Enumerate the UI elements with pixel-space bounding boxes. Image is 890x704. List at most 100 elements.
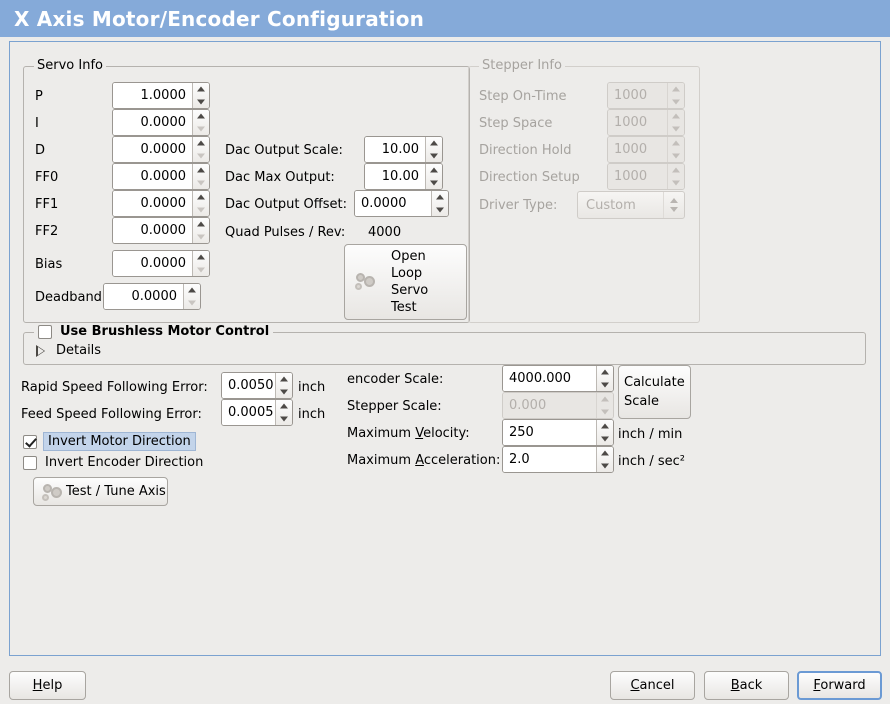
max-velocity-spin[interactable]: 250 <box>502 419 614 446</box>
spinner-buttons[interactable] <box>596 366 613 391</box>
servo-spin-ff0[interactable]: 0.0000 <box>112 163 210 190</box>
spinner-down-icon[interactable] <box>193 231 209 244</box>
dac-output-scale-value: 10.00 <box>365 137 425 162</box>
dialog-button-bar: Help Cancel Back Forward <box>0 660 890 704</box>
spinner-down-icon[interactable] <box>276 413 292 426</box>
dac-max-output-spin[interactable]: 10.00 <box>364 163 443 190</box>
open-loop-servo-test-button[interactable]: Open Loop Servo Test <box>344 244 467 320</box>
servo-spin-ff1[interactable]: 0.0000 <box>112 190 210 217</box>
spinner-up-icon <box>668 110 684 123</box>
servo-spin-d[interactable]: 0.0000 <box>112 136 210 163</box>
servo-label-ff0: FF0 <box>35 170 59 185</box>
spinner-buttons[interactable] <box>192 191 209 216</box>
spinner-buttons[interactable] <box>192 251 209 276</box>
checkbox-box[interactable] <box>38 324 52 339</box>
spinner-down-icon[interactable] <box>184 297 200 310</box>
help-button[interactable]: Help <box>9 671 86 700</box>
spinner-down-icon[interactable] <box>193 264 209 277</box>
dac-output-scale-spin[interactable]: 10.00 <box>364 136 443 163</box>
spinner-down-icon[interactable] <box>193 123 209 136</box>
checkbox-box[interactable] <box>23 455 37 470</box>
spinner-down-icon[interactable] <box>193 150 209 163</box>
spinner-buttons <box>667 137 684 162</box>
spinner-up-icon[interactable] <box>193 137 209 150</box>
spinner-buttons[interactable] <box>192 110 209 135</box>
spinner-down-icon[interactable] <box>426 177 442 190</box>
open-loop-line-2: Loop <box>391 266 423 281</box>
spinner-down-icon[interactable] <box>597 379 613 392</box>
spinner-down-icon <box>668 96 684 109</box>
invert-motor-direction-checkbox[interactable]: Invert Motor Direction <box>23 432 196 451</box>
spinner-buttons[interactable] <box>192 137 209 162</box>
servo-spin-bias[interactable]: 0.0000 <box>112 250 210 277</box>
spinner-buttons <box>596 393 613 418</box>
cancel-button[interactable]: Cancel <box>610 671 695 700</box>
servo-value-bias: 0.0000 <box>113 251 192 276</box>
spinner-up-icon[interactable] <box>276 400 292 413</box>
spinner-buttons[interactable] <box>192 83 209 108</box>
spinner-buttons[interactable] <box>192 218 209 243</box>
spinner-buttons[interactable] <box>425 164 442 189</box>
spinner-up-icon[interactable] <box>193 164 209 177</box>
spinner-up-icon[interactable] <box>276 373 292 386</box>
servo-label-ff2: FF2 <box>35 224 59 239</box>
dac-output-offset-label: Dac Output Offset: <box>225 197 347 212</box>
step-space-spin: 1000 <box>607 109 685 136</box>
forward-button[interactable]: Forward <box>797 671 882 700</box>
checkbox-box[interactable] <box>23 434 37 449</box>
step-on-time-value: 1000 <box>608 83 667 108</box>
forward-label: Forward <box>813 678 866 693</box>
spinner-up-icon[interactable] <box>193 110 209 123</box>
spinner-up-icon[interactable] <box>193 218 209 231</box>
spinner-up-icon[interactable] <box>426 137 442 150</box>
spinner-down-icon[interactable] <box>193 96 209 109</box>
spinner-up-icon[interactable] <box>597 447 613 460</box>
spinner-up-icon[interactable] <box>184 284 200 297</box>
details-expander[interactable]: Details <box>36 343 101 358</box>
spinner-down-icon[interactable] <box>193 204 209 217</box>
spinner-up-icon[interactable] <box>432 191 448 204</box>
spinner-down-icon[interactable] <box>597 460 613 473</box>
spinner-down-icon[interactable] <box>426 150 442 163</box>
spinner-down-icon[interactable] <box>193 177 209 190</box>
spinner-buttons[interactable] <box>275 373 292 398</box>
invert-encoder-direction-checkbox[interactable]: Invert Encoder Direction <box>23 455 203 470</box>
spinner-up-icon[interactable] <box>597 366 613 379</box>
servo-label-ff1: FF1 <box>35 197 59 212</box>
spinner-up-icon[interactable] <box>193 251 209 264</box>
driver-type-label: Driver Type: <box>479 198 558 213</box>
servo-label-d: D <box>35 143 46 158</box>
servo-label-i: I <box>35 116 39 131</box>
calculate-scale-button[interactable]: Calculate Scale <box>618 365 691 419</box>
feed-following-error-spin[interactable]: 0.0005 <box>221 399 293 426</box>
spinner-up-icon[interactable] <box>597 420 613 433</box>
test-tune-axis-button[interactable]: Test / Tune Axis <box>33 477 168 506</box>
spinner-buttons[interactable] <box>192 164 209 189</box>
use-brushless-motor-control-checkbox[interactable]: Use Brushless Motor Control <box>34 324 274 339</box>
spinner-buttons[interactable] <box>596 447 613 472</box>
spinner-up-icon[interactable] <box>193 83 209 96</box>
chevron-right-icon[interactable] <box>36 344 48 357</box>
spinner-buttons[interactable] <box>425 137 442 162</box>
spinner-buttons[interactable] <box>275 400 292 425</box>
servo-spin-p[interactable]: 1.0000 <box>112 82 210 109</box>
back-button[interactable]: Back <box>704 671 789 700</box>
encoder-scale-spin[interactable]: 4000.000 <box>502 365 614 392</box>
spinner-buttons[interactable] <box>596 420 613 445</box>
spinner-up-icon[interactable] <box>426 164 442 177</box>
spinner-up-icon[interactable] <box>193 191 209 204</box>
dac-output-offset-spin[interactable]: 0.0000 <box>354 190 449 217</box>
spinner-buttons[interactable] <box>431 191 448 216</box>
servo-spin-ff2[interactable]: 0.0000 <box>112 217 210 244</box>
servo-spin-deadband[interactable]: 0.0000 <box>103 283 201 310</box>
spinner-down-icon[interactable] <box>432 204 448 217</box>
servo-spin-i[interactable]: 0.0000 <box>112 109 210 136</box>
spinner-down-icon[interactable] <box>597 433 613 446</box>
stepper-info-legend: Stepper Info <box>479 59 565 73</box>
spinner-buttons[interactable] <box>183 284 200 309</box>
max-acceleration-spin[interactable]: 2.0 <box>502 446 614 473</box>
spinner-down-icon[interactable] <box>276 386 292 399</box>
rapid-following-error-spin[interactable]: 0.0050 <box>221 372 293 399</box>
calculate-scale-line-1: Calculate <box>624 375 685 390</box>
